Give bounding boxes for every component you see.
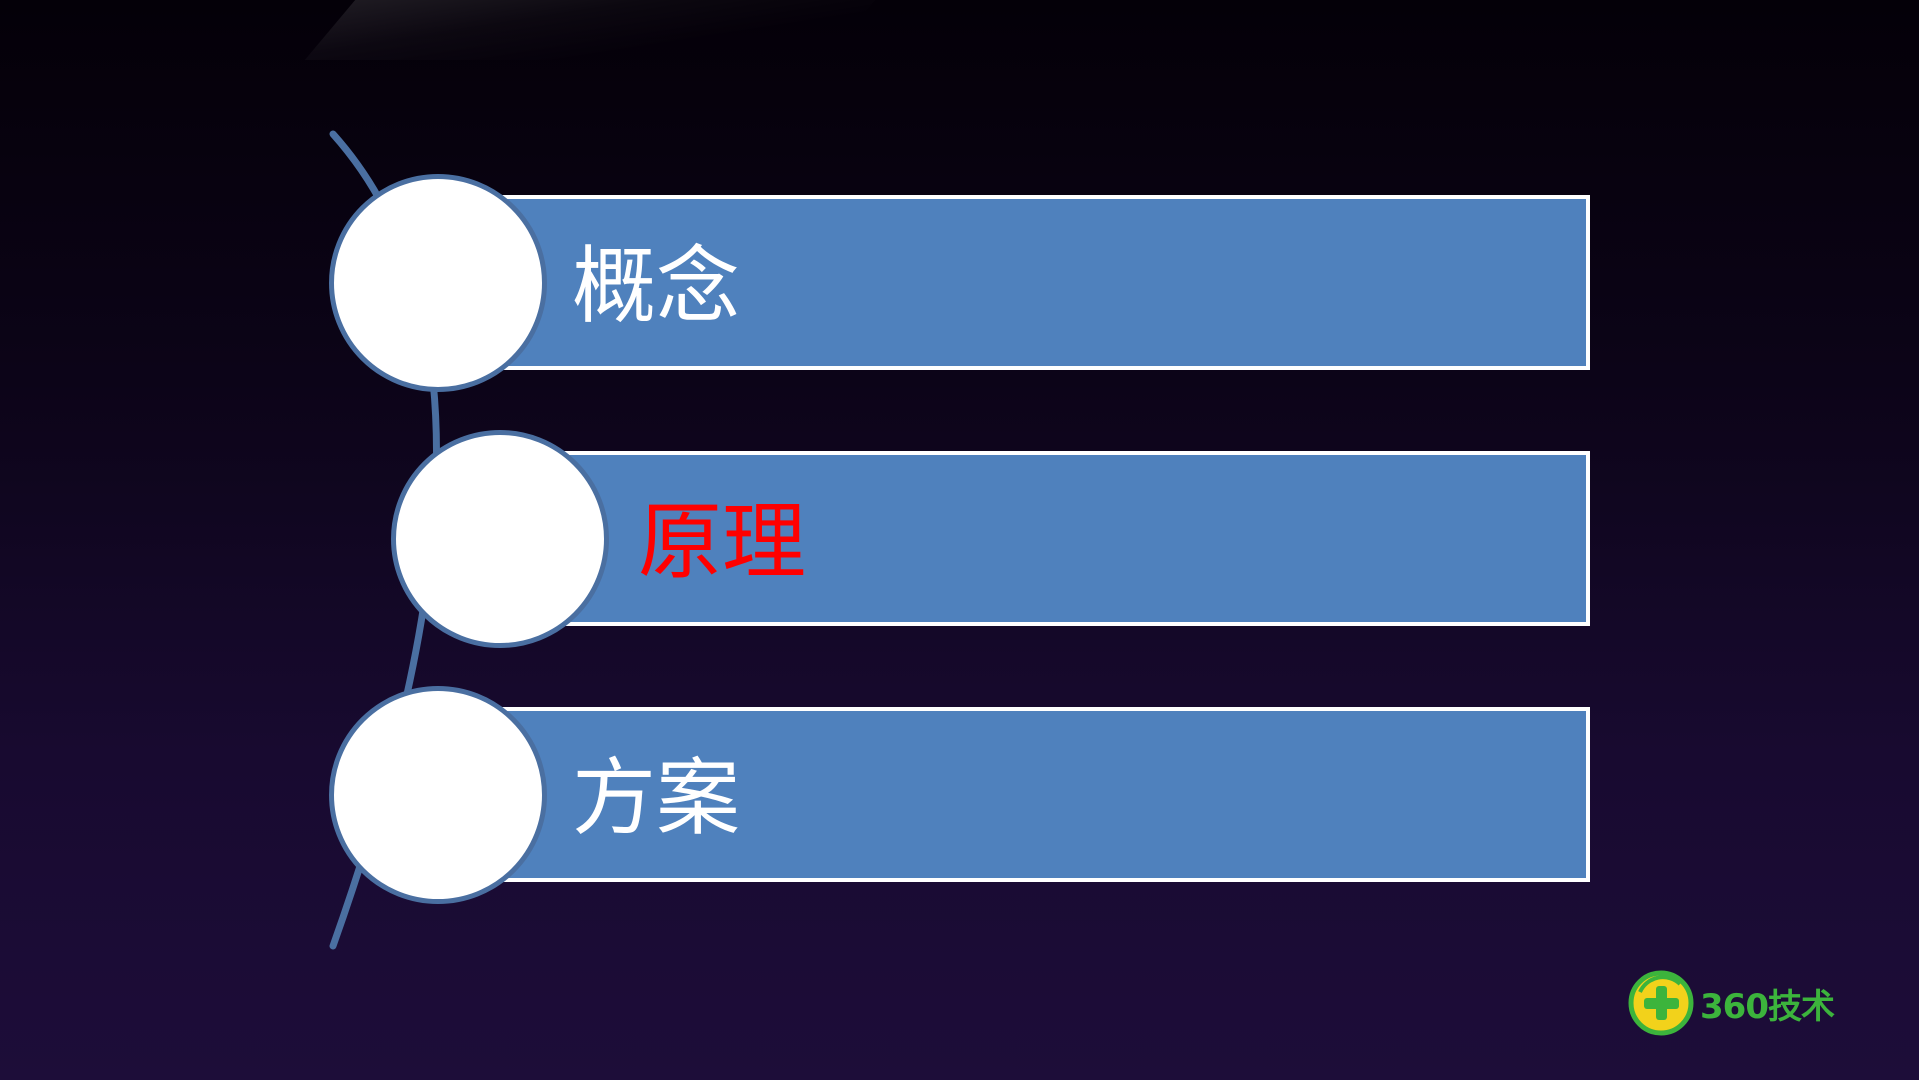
item-label-principle: 原理 [638, 493, 807, 591]
item-label-solution: 方案 [572, 749, 741, 847]
circle-marker-principle [391, 430, 609, 648]
plus-icon [1628, 970, 1694, 1036]
circle-marker-concept [329, 174, 547, 392]
bar-item-principle[interactable]: 原理 [540, 451, 1590, 626]
brand-logo: 360技术 [1628, 968, 1835, 1038]
bar-item-solution[interactable]: 方案 [480, 707, 1590, 882]
logo-text: 360技术 [1700, 986, 1835, 1027]
item-label-concept: 概念 [572, 237, 741, 335]
bar-item-concept[interactable]: 概念 [480, 195, 1590, 370]
background-light-streak [304, 0, 876, 60]
circle-marker-solution [329, 686, 547, 904]
